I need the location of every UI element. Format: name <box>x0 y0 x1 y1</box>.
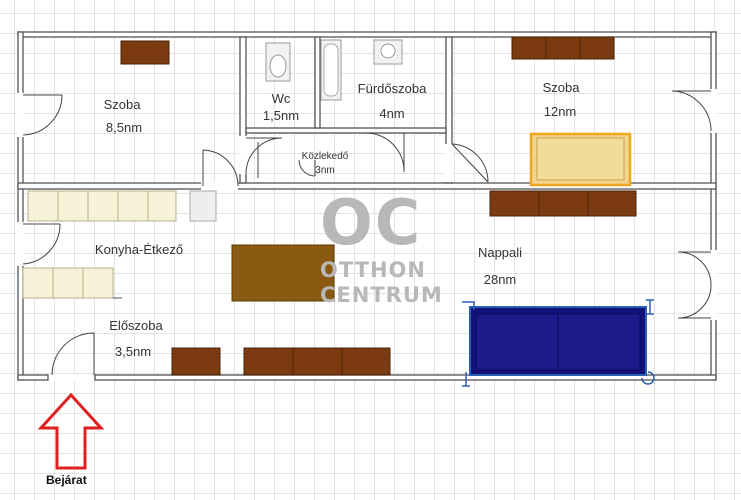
door-szoba-left-2 <box>202 149 239 187</box>
room-label-kozlekedo: Közlekedő <box>301 151 349 162</box>
door-right-1 <box>671 90 712 132</box>
door-furdo <box>365 132 405 173</box>
room-area-wc: 1,5nm <box>262 108 300 123</box>
door-swings <box>22 90 712 376</box>
room-label-konyha: Konyha-Étkező <box>94 242 184 257</box>
door-szoba-right <box>451 143 489 183</box>
door-kozlekedo <box>245 137 283 175</box>
room-area-szoba-left: 8,5nm <box>105 120 143 135</box>
entrance-label: Bejárat <box>46 473 87 487</box>
room-label-nappali: Nappali <box>477 245 523 260</box>
kitchen-counter-bottom <box>22 267 114 299</box>
watermark: OC OTTHON CENTRUM <box>320 186 443 308</box>
wardrobe-szoba-right <box>511 36 615 60</box>
door-right-double <box>677 251 712 319</box>
fridge <box>189 190 217 222</box>
dining-table <box>231 244 335 302</box>
watermark-line2: CENTRUM <box>320 283 443 307</box>
room-area-kozlekedo: 3nm <box>315 165 335 176</box>
kitchen-counter-top <box>27 190 177 222</box>
watermark-line1: OTTHON <box>320 258 426 282</box>
room-label-furdo: Fürdőszoba <box>357 81 427 96</box>
furniture <box>22 36 655 387</box>
desk-szoba-left <box>120 40 170 65</box>
sofa-selected <box>462 299 655 387</box>
room-label-wc: Wc <box>271 91 291 106</box>
room-area-szoba-right: 12nm <box>543 104 577 119</box>
door-openings <box>17 89 717 381</box>
room-label-szoba-left: Szoba <box>103 97 141 112</box>
room-label-eloszoba: Előszoba <box>109 318 163 333</box>
watermark-logo-mark: OC <box>320 186 423 259</box>
entrance-arrow <box>37 392 105 470</box>
door-entrance <box>51 332 95 376</box>
cabinet-nappali <box>489 190 637 217</box>
shoe-cabinet <box>171 347 221 376</box>
door-szoba-left <box>22 94 63 136</box>
hall-cabinet <box>243 347 391 376</box>
room-area-eloszoba: 3,5nm <box>114 344 152 359</box>
room-area-furdo: 4nm <box>379 106 405 121</box>
outer-walls <box>17 31 717 381</box>
room-area-nappali: 28nm <box>483 272 517 287</box>
door-konyha <box>22 223 61 265</box>
room-label-szoba-right: Szoba <box>542 80 580 95</box>
